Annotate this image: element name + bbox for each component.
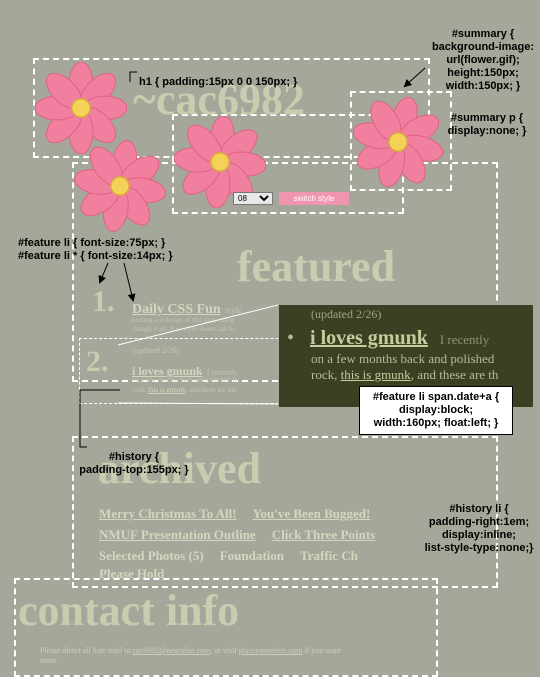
feature-item-2: i loves gmunk I recently bbox=[132, 364, 238, 378]
feature-item2-date: (updated 2/26) bbox=[132, 346, 179, 355]
history-annotation: #history { padding-top:155px; } bbox=[79, 451, 189, 476]
contact-outline bbox=[14, 578, 438, 677]
feature-number-1: 1. bbox=[92, 285, 115, 318]
feature-number-2: 2. bbox=[86, 345, 109, 378]
style-select[interactable]: 08 bbox=[233, 192, 273, 205]
switch-style-button[interactable]: switch style bbox=[279, 192, 349, 205]
archive-link[interactable]: Selected Photos (5) bbox=[99, 548, 204, 563]
feature-span-annotation: #feature li span.date+a { display:block;… bbox=[359, 386, 513, 435]
contact-heading: contact info bbox=[18, 586, 240, 635]
zoom-date: (updated 2/26) bbox=[311, 307, 382, 321]
feature-li-annotation: #feature li { font-size:75px; } #feature… bbox=[18, 237, 173, 262]
flower-icon bbox=[352, 96, 444, 188]
summary-outline bbox=[350, 91, 452, 191]
history-outline bbox=[72, 436, 498, 588]
flower-icon bbox=[35, 62, 127, 154]
feature-item-1: Daily CSS Fun Style bbox=[132, 302, 242, 317]
archived-list: Merry Christmas To All! You've Been Bugg… bbox=[99, 505, 499, 583]
archive-link[interactable]: NMUF Presentation Outline bbox=[99, 527, 256, 542]
flower-icon bbox=[74, 140, 166, 232]
archive-link[interactable]: Merry Christmas To All! bbox=[99, 506, 237, 521]
zoom-gmunk-link[interactable]: this is gmunk bbox=[340, 367, 411, 382]
email-link[interactable]: cac6982@neurulist.com bbox=[132, 646, 211, 655]
archive-link[interactable]: Please Hold bbox=[99, 566, 165, 581]
bullet-icon: • bbox=[287, 327, 295, 349]
featured-heading: featured bbox=[237, 242, 396, 291]
summary-annotation: #summary { background-image: url(flower.… bbox=[431, 28, 535, 92]
feature-link-2[interactable]: i loves gmunk bbox=[132, 364, 203, 378]
archive-link[interactable]: Traffic Ch bbox=[300, 548, 358, 563]
site-title[interactable]: ~cac6982 bbox=[133, 75, 305, 124]
history-li-annotation: #history li { padding-right:1em; display… bbox=[424, 503, 534, 554]
flower-icon bbox=[174, 116, 266, 208]
archived-heading: archived bbox=[98, 444, 261, 493]
feature-item1-text: posting a redesign of this page using bbox=[132, 316, 235, 324]
h1-annotation: h1 { padding:15px 0 0 150px; } bbox=[139, 76, 298, 88]
zoom-link[interactable]: i loves gmunk bbox=[310, 327, 428, 349]
archive-link[interactable]: Click Three Points bbox=[271, 527, 376, 542]
feature-link-1[interactable]: Daily CSS Fun bbox=[132, 302, 221, 317]
style-switcher: 08 switch style bbox=[233, 192, 349, 210]
summary-p-annotation: #summary p { display:none; } bbox=[447, 112, 527, 137]
contact-text: Please direct all hate mail to cac6982@n… bbox=[40, 646, 341, 665]
site-link[interactable]: placenamehere.com bbox=[238, 646, 303, 655]
archive-link[interactable]: You've Been Bugged! bbox=[252, 506, 371, 521]
archive-link[interactable]: Foundation bbox=[219, 548, 285, 563]
